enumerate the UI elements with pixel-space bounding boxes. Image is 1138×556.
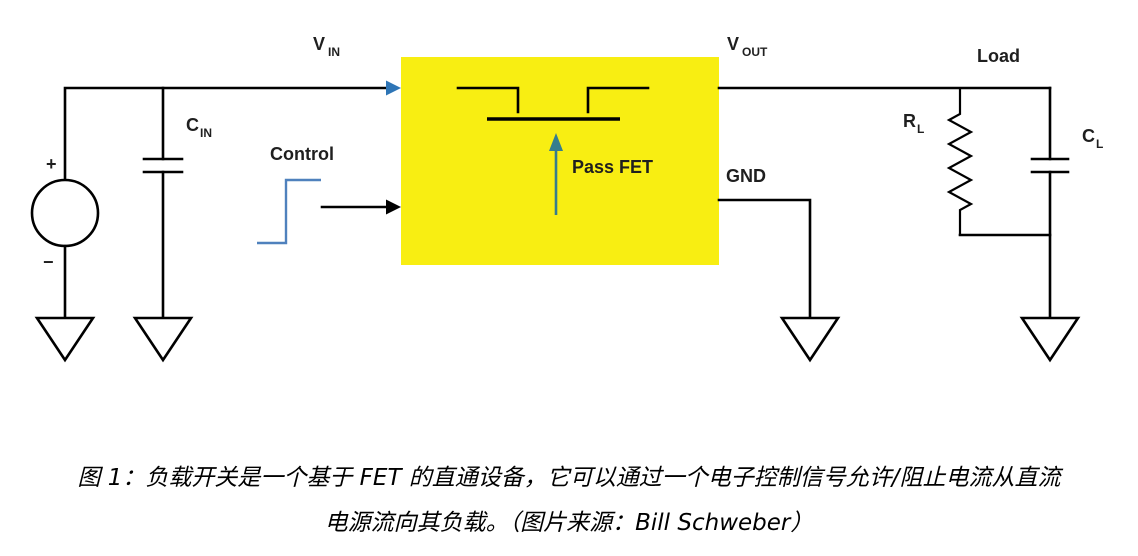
cin-label-sub: IN xyxy=(200,126,212,140)
rl-label-sub: L xyxy=(917,122,924,136)
vin-wire xyxy=(63,86,390,182)
vin-arrowhead-icon xyxy=(386,80,401,96)
rl-label: R xyxy=(903,111,916,131)
control-step-waveform-icon xyxy=(257,178,321,245)
output-net: V OUT xyxy=(717,34,1052,90)
fet-box xyxy=(401,57,719,265)
cin-label: C xyxy=(186,115,199,135)
figure-caption: 图 1：负载开关是一个基于 FET 的直通设备，它可以通过一个电子控制信号允许/… xyxy=(0,456,1138,546)
ground-symbol xyxy=(132,316,194,363)
load-network: Load R L C L xyxy=(903,46,1103,363)
source-circle xyxy=(30,178,100,248)
caption-line-1: 图 1：负载开关是一个基于 FET 的直通设备，它可以通过一个电子控制信号允许/… xyxy=(77,465,1061,491)
source-minus-label: − xyxy=(43,252,54,272)
source-plus-label: + xyxy=(46,154,57,174)
ground-symbol xyxy=(779,316,841,363)
circuit-diagram: Pass FET V IN + − C IN C xyxy=(30,34,1103,363)
pass-fet-block: Pass FET xyxy=(401,57,719,265)
fet-drain-lead xyxy=(456,86,520,114)
fet-symbol-icon xyxy=(456,86,650,121)
caption-line-2: 电源流向其负载。（图片来源：Bill Schweber） xyxy=(324,510,814,536)
voltage-source: + − xyxy=(30,154,100,363)
vin-label: V xyxy=(313,34,325,54)
input-net: V IN xyxy=(63,34,401,182)
rl-resistor-icon xyxy=(946,88,974,236)
pass-fet-arrowhead-icon xyxy=(549,133,563,151)
control-input: Control xyxy=(257,144,401,245)
load-bottom-rail xyxy=(958,233,1052,320)
vout-label-sub: OUT xyxy=(742,45,768,59)
input-capacitor-cin: C IN xyxy=(132,86,212,363)
gnd-net: GND xyxy=(717,166,841,363)
vin-label-sub: IN xyxy=(328,45,340,59)
pass-fet-label: Pass FET xyxy=(572,157,653,177)
control-arrowhead-icon xyxy=(386,199,401,215)
cl-label: C xyxy=(1082,126,1095,146)
control-label: Control xyxy=(270,144,334,164)
load-label: Load xyxy=(977,46,1020,66)
gnd-label: GND xyxy=(726,166,766,186)
gnd-wire xyxy=(717,198,812,320)
vout-label: V xyxy=(727,34,739,54)
ground-symbol xyxy=(1019,316,1081,363)
fet-source-lead xyxy=(586,86,650,114)
cl-label-sub: L xyxy=(1096,137,1103,151)
ground-symbol xyxy=(34,316,96,363)
